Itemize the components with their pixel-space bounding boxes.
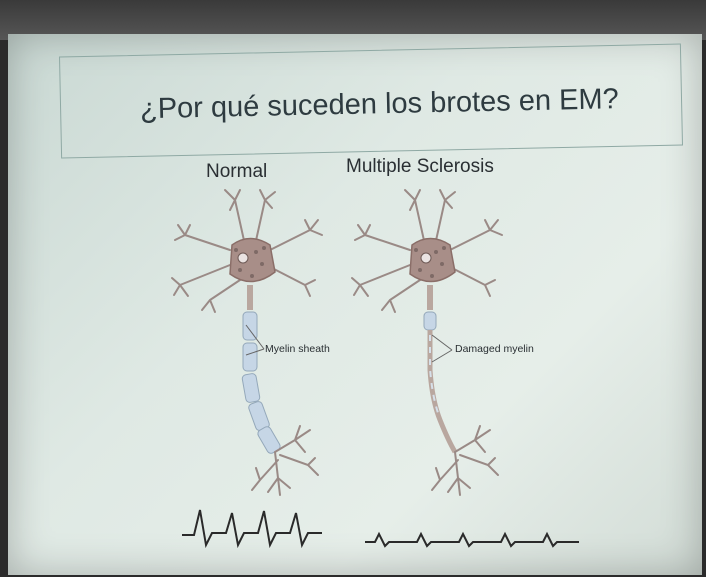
ms-label: Multiple Sclerosis — [346, 156, 494, 177]
ms-signal-trace — [365, 531, 579, 548]
projector-top-frame — [0, 0, 706, 40]
ms-neuron-diagram — [351, 189, 503, 496]
damaged-myelin-label: Damaged myelin — [455, 343, 534, 355]
myelin-sheath-label: Myelin sheath — [265, 343, 330, 355]
normal-label: Normal — [206, 161, 268, 182]
normal-signal-trace — [182, 509, 322, 549]
normal-neuron-diagram — [171, 189, 323, 496]
projection-screen — [8, 34, 702, 575]
